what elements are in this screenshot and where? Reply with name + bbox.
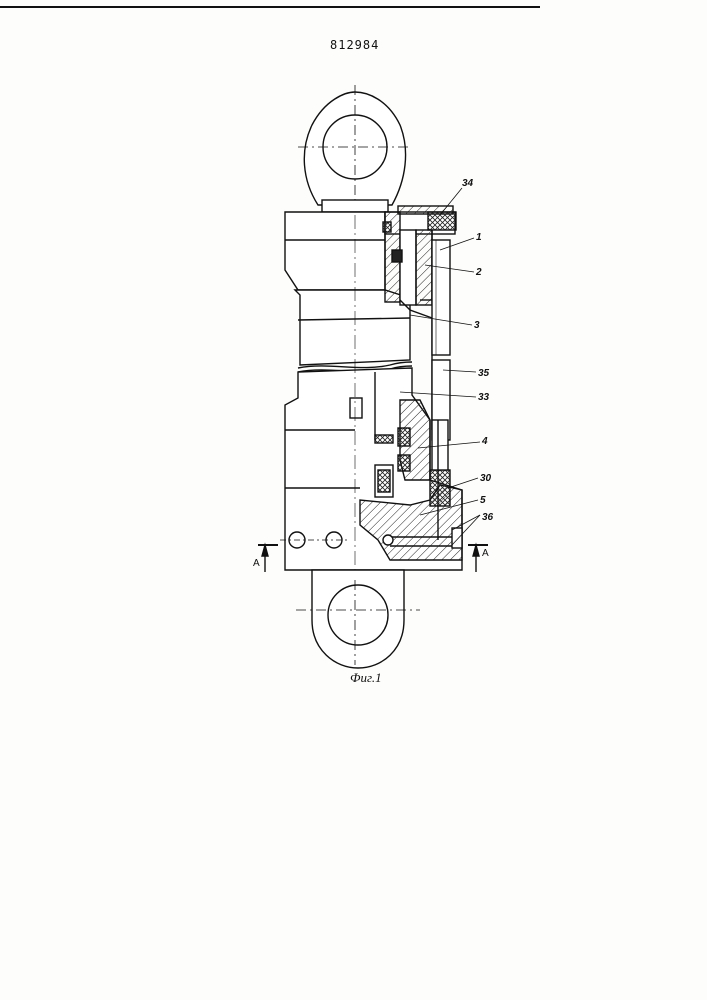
ref-label-2: 2 — [475, 267, 482, 278]
ref-label-30: 30 — [480, 473, 492, 484]
top-eye-lug — [298, 85, 412, 215]
ref-label-4: 4 — [481, 436, 488, 447]
ref-label-1: 1 — [476, 232, 482, 243]
bottom-eye-lug — [296, 570, 420, 668]
figure-caption: Фиг.1 — [350, 670, 382, 686]
section-label-left: A — [253, 558, 260, 569]
ref-label-36: 36 — [482, 512, 494, 523]
side-rod — [432, 240, 450, 440]
section-label-right: A — [482, 548, 489, 559]
ref-label-5: 5 — [480, 495, 486, 506]
ref-label-34: 34 — [462, 178, 474, 189]
ref-label-33: 33 — [478, 392, 490, 403]
ref-label-3: 3 — [474, 320, 480, 331]
section-marker-left — [258, 545, 278, 572]
ref-label-35: 35 — [478, 368, 490, 379]
